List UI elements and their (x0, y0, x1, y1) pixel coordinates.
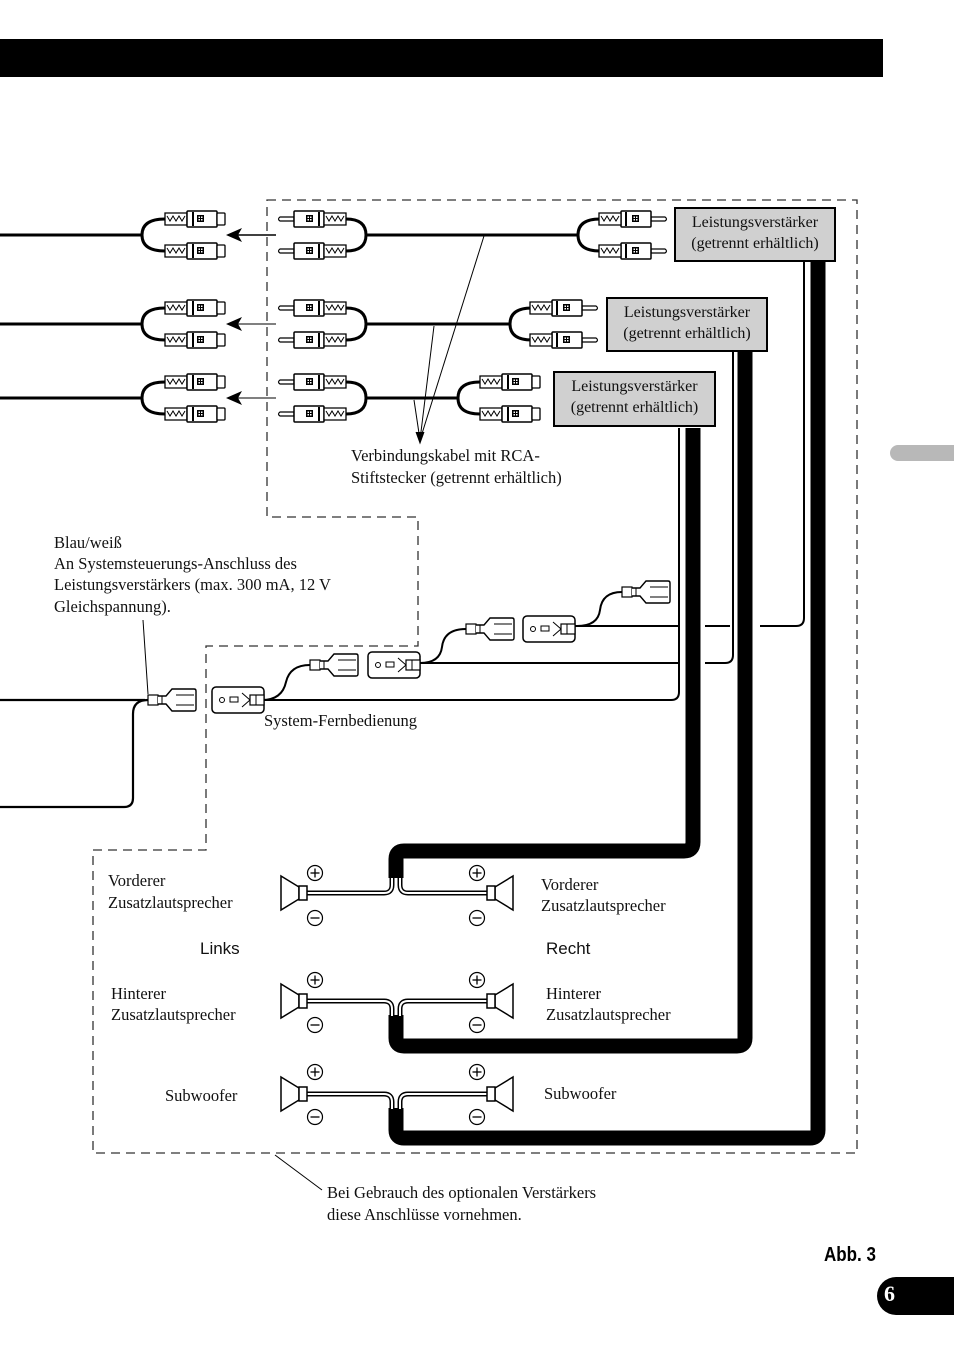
optional-amp-note-line-2: diese Anschlüsse vornehmen. (327, 1205, 522, 1224)
blue-white-label-line-1: Blau/weiß (54, 533, 122, 552)
rear-right-label-line-1: Hinterer (546, 984, 601, 1003)
subwoofer-right-icon (486, 1076, 514, 1112)
speaker-front-right-icon (486, 875, 514, 911)
page-number: 6 (884, 1281, 895, 1306)
amplifier-box-1: Leistungsverstärker (getrennt erhältlich… (674, 207, 836, 262)
rca-cable-label-line-1: Verbindungskabel mit RCA- (351, 446, 540, 465)
rca-cable-row-3 (0, 373, 541, 423)
speaker-front-left-icon (280, 875, 308, 911)
system-remote-label: System-Fernbedienung (264, 711, 418, 730)
amplifier-label: Leistungsverstärker (691, 214, 819, 231)
rca-callout-lines (413, 235, 485, 445)
amplifier-note: (getrennt erhältlich) (570, 399, 699, 416)
amplifier-box-3: Leistungsverstärker (getrennt erhältlich… (553, 371, 716, 427)
section-tab (890, 445, 954, 461)
rca-cable-row-1 (0, 210, 668, 260)
right-heading: Recht (546, 939, 591, 958)
amplifier-label: Leistungsverstärker (623, 304, 751, 321)
subwoofer-left-label: Subwoofer (165, 1086, 238, 1105)
blue-white-label-line-3: Leistungsverstärkers (max. 300 mA, 12 V (54, 575, 331, 594)
polarity-icons (306, 864, 486, 1126)
amplifier-note: (getrennt erhältlich) (691, 235, 819, 252)
dashed-region-rca (92, 199, 858, 1154)
header-bar (0, 39, 883, 77)
subwoofer-right-label: Subwoofer (544, 1084, 617, 1103)
front-right-label-line-1: Vorderer (541, 875, 599, 894)
front-left-label-line-2: Zusatzlautsprecher (108, 893, 233, 912)
speaker-rear-left-icon (280, 983, 308, 1019)
left-heading: Links (200, 939, 240, 958)
figure-label: Abb. 3 (824, 1244, 876, 1266)
amplifier-box-2: Leistungsverstärker (getrennt erhältlich… (606, 297, 768, 352)
front-left-label-line-1: Vorderer (108, 871, 166, 890)
blue-white-label-line-4: Gleichspannung). (54, 597, 171, 616)
amplifier-label: Leistungsverstärker (571, 378, 698, 395)
amplifier-note: (getrennt erhältlich) (623, 325, 751, 342)
remote-connectors (142, 580, 671, 714)
amp-cables (0, 262, 826, 1146)
speaker-wires (306, 878, 488, 1109)
rear-left-label-line-2: Zusatzlautsprecher (111, 1005, 236, 1024)
optional-amp-note-line-1: Bei Gebrauch des optionalen Verstärkers (327, 1183, 597, 1202)
subwoofer-left-icon (280, 1076, 308, 1112)
page-number-badge (877, 1277, 954, 1315)
rear-left-label-line-1: Hinterer (111, 984, 166, 1003)
front-right-label-line-2: Zusatzlautsprecher (541, 896, 666, 915)
speaker-rear-right-icon (486, 983, 514, 1019)
rear-right-label-line-2: Zusatzlautsprecher (546, 1005, 671, 1024)
rca-cable-row-2 (0, 299, 599, 349)
note-leader-line (274, 1154, 323, 1191)
blue-white-label-line-2: An Systemsteuerungs-Anschluss des (54, 554, 297, 573)
rca-cable-label-line-2: Stiftstecker (getrennt erhältlich) (351, 468, 562, 487)
